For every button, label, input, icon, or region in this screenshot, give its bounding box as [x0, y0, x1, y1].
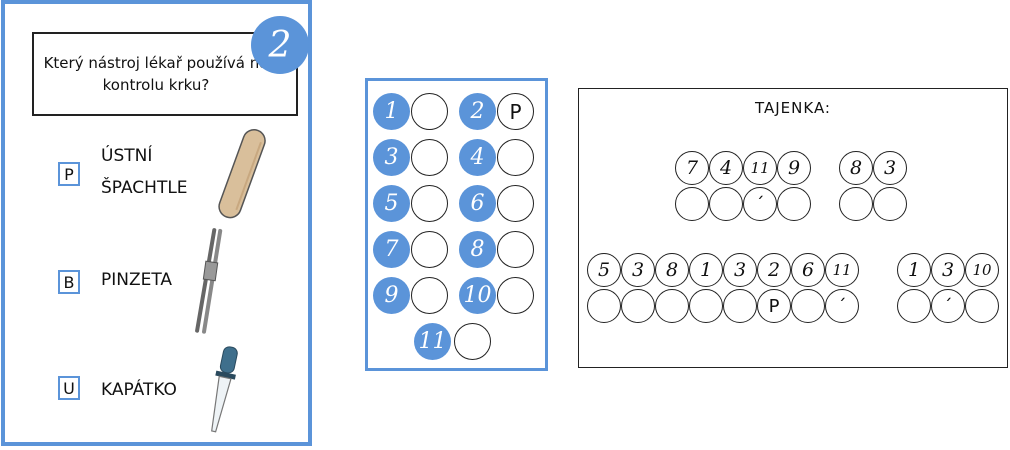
grid-number: 5: [373, 185, 410, 222]
tajenka-number: 4: [709, 151, 743, 185]
tajenka-letter-slot[interactable]: [839, 187, 873, 221]
answer-grid: 1 2 P 3 4 5 6 7 8 9 10 11: [365, 78, 548, 371]
tajenka-number: 2: [757, 253, 791, 287]
tajenka-number: 1: [897, 253, 931, 287]
tajenka-number: 5: [587, 253, 621, 287]
grid-number: 3: [373, 139, 410, 176]
tajenka-number: 8: [839, 151, 873, 185]
tajenka-letter-slot[interactable]: [675, 187, 709, 221]
option-label-line1: PINZETA: [101, 270, 173, 290]
tajenka-number: 11: [825, 253, 859, 287]
question-text: Který nástroj lékař používá na kontrolu …: [43, 54, 269, 94]
grid-number: 9: [373, 277, 410, 314]
tajenka-letter-slot[interactable]: ´: [931, 289, 965, 323]
grid-answer-slot[interactable]: [497, 185, 534, 222]
option-letter[interactable]: P: [58, 162, 80, 186]
option-label-line1: KAPÁTKO: [101, 380, 177, 400]
tajenka-number: 9: [777, 151, 811, 185]
option-label-line2: ŠPACHTLE: [101, 178, 188, 198]
tajenka-letter-slot[interactable]: [791, 289, 825, 323]
tajenka-number: 1: [689, 253, 723, 287]
option-letter[interactable]: U: [58, 376, 80, 400]
tajenka-number: 8: [655, 253, 689, 287]
grid-answer-slot[interactable]: [454, 323, 491, 360]
grid-number: 8: [459, 231, 496, 268]
grid-number: 10: [459, 277, 496, 314]
grid-answer-slot[interactable]: [411, 231, 448, 268]
tajenka-letter-slot[interactable]: P: [757, 289, 791, 323]
tajenka-letter-slot[interactable]: ´: [825, 289, 859, 323]
tajenka-letter-slot[interactable]: [873, 187, 907, 221]
question-card: Který nástroj lékař používá na kontrolu …: [1, 0, 312, 446]
dropper-icon: [211, 346, 238, 433]
grid-number: 2: [459, 93, 496, 130]
tajenka-number: 10: [965, 253, 999, 287]
grid-number: 4: [459, 139, 496, 176]
tajenka-number: 3: [873, 151, 907, 185]
tajenka-number: 3: [621, 253, 655, 287]
question-box: Který nástroj lékař používá na kontrolu …: [32, 32, 298, 116]
tweezers-icon: [195, 228, 223, 334]
tajenka-letter-slot[interactable]: [709, 187, 743, 221]
grid-answer-slot[interactable]: [411, 277, 448, 314]
grid-answer-slot[interactable]: [497, 139, 534, 176]
grid-answer-slot[interactable]: [497, 277, 534, 314]
grid-answer-slot[interactable]: [411, 93, 448, 130]
tajenka-letter-slot[interactable]: [723, 289, 757, 323]
tajenka-letter-slot[interactable]: [655, 289, 689, 323]
option-letter[interactable]: B: [58, 270, 80, 294]
tajenka-number: 3: [931, 253, 965, 287]
tajenka-number: 7: [675, 151, 709, 185]
tajenka-number: 11: [743, 151, 777, 185]
tajenka-letter-slot[interactable]: ´: [743, 187, 777, 221]
grid-answer-slot[interactable]: [411, 185, 448, 222]
grid-answer-slot[interactable]: P: [497, 93, 534, 130]
tajenka-letter-slot[interactable]: [621, 289, 655, 323]
tajenka-letter-slot[interactable]: [587, 289, 621, 323]
tajenka-title: TAJENKA:: [754, 99, 831, 117]
grid-number: 11: [414, 323, 451, 360]
grid-answer-slot[interactable]: [411, 139, 448, 176]
tajenka-number: 3: [723, 253, 757, 287]
tajenka-letter-slot[interactable]: [897, 289, 931, 323]
tongue-depressor-icon: [218, 129, 266, 219]
tajenka-number: 6: [791, 253, 825, 287]
card-number-badge: 2: [251, 16, 309, 74]
grid-answer-slot[interactable]: [497, 231, 534, 268]
grid-number: 1: [373, 93, 410, 130]
option-label-line1: ÚSTNÍ: [101, 146, 153, 166]
tajenka-letter-slot[interactable]: [777, 187, 811, 221]
tajenka-letter-slot[interactable]: [965, 289, 999, 323]
tajenka-panel: TAJENKA: 7 4 11 9 ´ 8 3 5 3 8 1 3 2 6 11…: [578, 88, 1008, 368]
grid-number: 6: [459, 185, 496, 222]
tajenka-letter-slot[interactable]: [689, 289, 723, 323]
grid-number: 7: [373, 231, 410, 268]
